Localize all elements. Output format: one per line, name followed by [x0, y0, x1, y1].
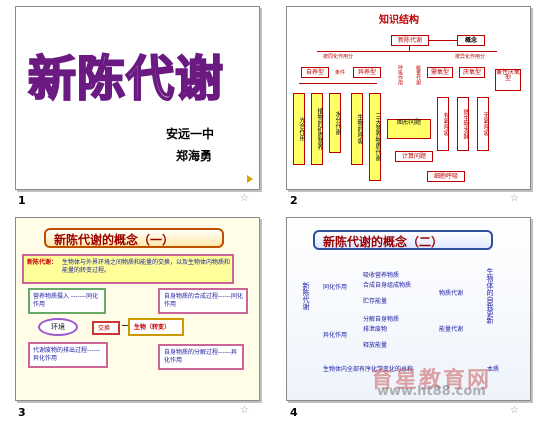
author-name: 郑海勇 — [176, 149, 213, 163]
assim-item: 贮存能量 — [363, 298, 388, 305]
decomposition-box: 自身物质的分解过程------异化作用 — [158, 344, 244, 370]
dissimilation-label: 异化作用 — [323, 332, 348, 339]
root-label: 新陈代谢 — [302, 282, 310, 310]
decomposition-text: 自身物质的分解过程------异化作用 — [164, 349, 237, 365]
node-aerobic-type: 需氧型 — [427, 67, 453, 78]
slide-thumbnail-1[interactable]: 新陈代谢 安远一中 郑海勇 — [15, 6, 260, 190]
energy-metabolism-label: 能量代谢 — [439, 326, 464, 333]
intake-text: 营养物质摄入 -------同化作用 — [33, 293, 99, 309]
dissim-item: 释放能量 — [363, 342, 388, 349]
node-cell-respiration: 细胞呼吸 — [427, 171, 465, 182]
transition-star-icon[interactable]: ☆ — [240, 405, 249, 416]
watermark-logo: 育星教育网 — [371, 368, 492, 393]
dissim-item: 分解自身物质 — [363, 316, 400, 323]
slide-title: 新陈代谢的概念（二） — [313, 230, 493, 250]
transition-star-icon[interactable]: ☆ — [510, 405, 519, 416]
excretion-box: 代谢废物的排出过程------异化作用 — [28, 342, 108, 368]
slide-number: 3 — [18, 406, 26, 419]
synthesis-box: 自身物质的合成过程------同化作用 — [158, 288, 248, 314]
relation-label: 按同化作用分 — [323, 54, 354, 60]
assim-item: 吸收营养物质 — [363, 272, 400, 279]
assimilation-label: 同化作用 — [323, 284, 348, 291]
slide-number: 1 — [18, 194, 26, 207]
definition-box: 新陈代谢： 生物体与外界环境之间物质和能量的交换，以及生物体内物质和能量的转变过… — [22, 254, 234, 284]
node-diagram-issue: 图形问题 — [387, 119, 431, 139]
transition-star-icon[interactable]: ☆ — [240, 193, 249, 204]
exchange-text: 交换 — [98, 325, 111, 332]
node-chemo: 植物的矿质营养 — [311, 93, 323, 165]
slide-number: 2 — [290, 194, 298, 207]
definition-label: 新陈代谢： — [27, 259, 58, 266]
node-autotroph: 自养型 — [301, 67, 329, 78]
node-aerobic: 有氧呼吸 — [437, 97, 449, 151]
node-concept: 概念 — [457, 35, 485, 46]
relation-label: 条件 — [335, 70, 346, 76]
node-facultative-type: 兼性厌氧型 — [495, 69, 521, 91]
relation-label: 按异化作用分 — [455, 54, 486, 60]
node-anaerobic: 无氧呼吸 — [477, 97, 489, 151]
environment-oval: 环境 — [38, 318, 78, 336]
school-name: 安远一中 — [166, 127, 215, 141]
bottom-summary: 生物体内全部有序化学变化的总称 — [323, 366, 414, 373]
node-respiration: 生物的呼吸 — [351, 93, 363, 165]
definition-text: 生物体与外界环境之间物质和能量的交换，以及生物体内物质和能量的转变过程。 — [62, 259, 231, 275]
node-photo: 光合作用 — [293, 93, 305, 165]
arrow-icon — [122, 325, 130, 326]
node-water: 水分代谢 — [329, 93, 341, 153]
speaker-icon — [247, 175, 253, 183]
slide-thumbnail-3[interactable]: 新陈代谢的概念（一） 新陈代谢： 生物体与外界环境之间物质和能量的交换，以及生物… — [15, 217, 260, 401]
synthesis-text: 自身物质的合成过程------同化作用 — [164, 293, 243, 309]
node-microbe: 微生物发酵 — [457, 97, 469, 151]
dissim-item: 排泄废物 — [363, 326, 388, 333]
slide-title: 新陈代谢的概念（一） — [44, 228, 224, 248]
node-three-nutrients: 三大营养物质代谢 — [369, 93, 381, 181]
organism-box: 生物（转变） — [128, 318, 184, 336]
slide-number: 4 — [290, 406, 298, 419]
exchange-box: 交换 — [92, 321, 120, 335]
slide-title: 新陈代谢 — [27, 50, 225, 108]
material-metabolism-label: 物质代谢 — [439, 290, 464, 297]
node-heterotroph: 异养型 — [353, 67, 381, 78]
node-calc-issue: 计算问题 — [395, 151, 433, 162]
essence-label: 本质 — [487, 366, 500, 373]
transition-star-icon[interactable]: ☆ — [510, 193, 519, 204]
node-root: 新陈代谢 — [391, 35, 429, 46]
organism-text: 生物（转变） — [134, 324, 171, 331]
slide-thumbnail-2[interactable]: 知识结构 新陈代谢 概念 按同化作用分 按异化作用分 自养型 条件 异养型 光合… — [286, 6, 531, 190]
node-anaerobic-type: 厌氧型 — [459, 67, 485, 78]
self-renewal-label: 生物体的自我更新 — [486, 268, 494, 324]
watermark-url: www.ht88.com — [377, 384, 486, 399]
relation-label: 能量代谢 — [415, 65, 421, 85]
excretion-text: 代谢废物的排出过程------异化作用 — [33, 347, 100, 363]
assim-item: 合成自身组成物质 — [363, 282, 412, 289]
slide-title: 知识结构 — [379, 15, 419, 26]
intake-box: 营养物质摄入 -------同化作用 — [28, 288, 106, 314]
slide-thumbnail-4[interactable]: 新陈代谢的概念（二） 新陈代谢 同化作用 异化作用 吸收营养物质 合成自身组成物… — [286, 217, 531, 401]
relation-label: 呼吸作用 — [397, 65, 403, 85]
